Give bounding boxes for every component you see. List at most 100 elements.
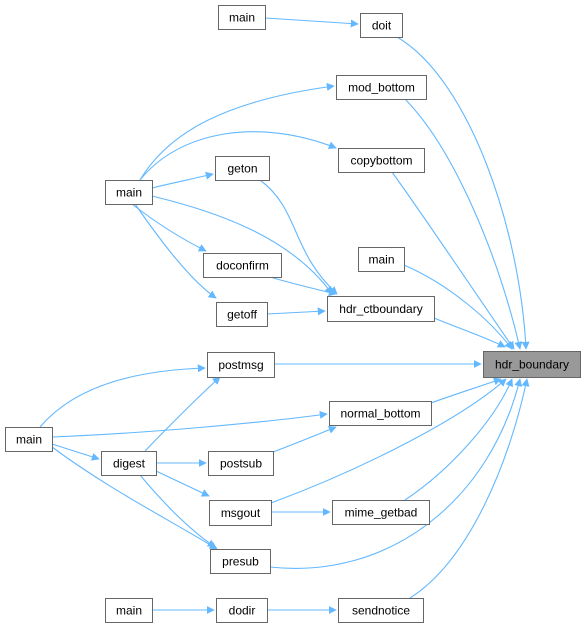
node-box[interactable] [327, 296, 435, 322]
edge-arrow [266, 307, 326, 316]
node-box[interactable] [216, 598, 268, 623]
node-doit[interactable]: doit [360, 13, 403, 38]
edge-msgout-to-hdr_boundary [270, 378, 507, 504]
node-main_doit[interactable]: main [218, 5, 266, 30]
edge-main_a-to-getoff [134, 203, 217, 299]
node-label: sendnotice [352, 604, 410, 618]
node-box[interactable] [105, 180, 153, 205]
edge-mod_bottom-to-hdr_boundary [404, 98, 523, 350]
node-mod_bottom[interactable]: mod_bottom [336, 75, 427, 100]
edge-arrow [139, 131, 337, 181]
node-doconfirm[interactable]: doconfirm [203, 253, 282, 278]
edge-digest-to-msgout [155, 470, 210, 497]
edge-main_b-to-presub [51, 446, 218, 550]
node-box[interactable] [358, 247, 405, 272]
node-label: digest [113, 457, 146, 471]
edge-arrow [433, 317, 506, 348]
edge-mime_getbad-to-hdr_boundary [404, 378, 513, 501]
edge-main_b-to-normal_bottom [51, 410, 328, 438]
edge-arrow [269, 276, 337, 297]
edge-normal_bottom-to-hdr_boundary [430, 377, 502, 404]
edge-main_a-to-mod_bottom [139, 82, 335, 181]
edge-main_a-to-hdr_ctboundary [151, 195, 333, 295]
node-normal_bottom[interactable]: normal_bottom [329, 401, 432, 426]
node-box[interactable] [329, 401, 432, 426]
node-box[interactable] [5, 427, 53, 452]
node-sendnotice[interactable]: sendnotice [338, 598, 424, 623]
node-geton[interactable]: geton [215, 156, 270, 181]
node-main_direct[interactable]: main [358, 247, 405, 272]
node-box[interactable] [209, 500, 272, 526]
edge-arrow [51, 443, 100, 461]
edge-copybottom-to-hdr_boundary [391, 171, 515, 350]
edge-arrow [134, 203, 217, 299]
edge-geton-to-hdr_ctboundary [259, 179, 338, 295]
edge-main_b-to-digest [51, 443, 100, 461]
edge-arrow [51, 410, 328, 438]
edge-main_a-to-copybottom [139, 131, 337, 181]
edge-getoff-to-hdr_ctboundary [266, 307, 326, 316]
edge-sendnotice-to-hdr_boundary [409, 378, 530, 599]
node-box[interactable] [207, 352, 275, 378]
node-box[interactable] [210, 549, 271, 574]
node-postmsg[interactable]: postmsg [207, 352, 275, 378]
edge-arrow [270, 378, 507, 504]
edge-arrow [264, 17, 359, 28]
node-box[interactable] [338, 148, 425, 173]
edge-arrow [430, 377, 502, 404]
node-box[interactable] [203, 253, 282, 278]
node-dodir[interactable]: dodir [216, 598, 268, 623]
node-label: postmsg [218, 358, 263, 372]
edge-arrow [144, 376, 221, 452]
edge-doconfirm-to-hdr_ctboundary [269, 276, 337, 297]
edge-arrow [409, 378, 530, 599]
node-label: main [16, 433, 42, 447]
edge-arrow [396, 36, 530, 350]
node-box[interactable] [332, 500, 430, 525]
node-main_b[interactable]: main [5, 427, 53, 452]
node-getoff[interactable]: getoff [216, 302, 268, 327]
edge-hdr_ctboundary-to-hdr_boundary [433, 317, 506, 348]
edges-layer [39, 17, 530, 614]
node-hdr_boundary[interactable]: hdr_boundary [483, 351, 581, 378]
node-label: presub [222, 555, 259, 569]
node-label: dodir [229, 604, 256, 618]
node-main_c[interactable]: main [105, 598, 153, 623]
node-box[interactable] [336, 75, 427, 100]
node-box[interactable] [105, 598, 153, 623]
node-label: main [229, 11, 255, 25]
node-copybottom[interactable]: copybottom [338, 148, 425, 173]
node-postsub[interactable]: postsub [208, 451, 274, 476]
edge-arrow [151, 195, 333, 295]
edge-arrow [259, 179, 338, 295]
node-presub[interactable]: presub [210, 549, 271, 574]
node-label: mod_bottom [348, 81, 415, 95]
edge-arrow [404, 378, 513, 501]
node-box[interactable] [208, 451, 274, 476]
edge-main_a-to-doconfirm [131, 203, 207, 252]
node-hdr_ctboundary[interactable]: hdr_ctboundary [327, 296, 435, 322]
node-digest[interactable]: digest [101, 451, 157, 476]
edge-arrow [51, 446, 218, 550]
node-label: doconfirm [216, 259, 269, 273]
edge-digest-to-postmsg [144, 376, 221, 452]
node-box[interactable] [101, 451, 157, 476]
node-box[interactable] [215, 156, 270, 181]
node-main_a[interactable]: main [105, 180, 153, 205]
node-mime_getbad[interactable]: mime_getbad [332, 500, 430, 525]
node-msgout[interactable]: msgout [209, 500, 272, 526]
edge-arrow [272, 426, 337, 453]
node-label: postsub [220, 457, 262, 471]
node-box[interactable] [216, 302, 268, 327]
node-box[interactable] [218, 5, 266, 30]
node-box[interactable] [483, 351, 581, 378]
edge-arrow [139, 82, 335, 181]
edge-arrow [39, 364, 206, 428]
node-box[interactable] [360, 13, 403, 38]
node-label: geton [227, 162, 257, 176]
node-box[interactable] [338, 598, 424, 623]
node-label: main [368, 253, 394, 267]
node-label: main [116, 604, 142, 618]
edge-postsub-to-normal_bottom [272, 426, 337, 453]
